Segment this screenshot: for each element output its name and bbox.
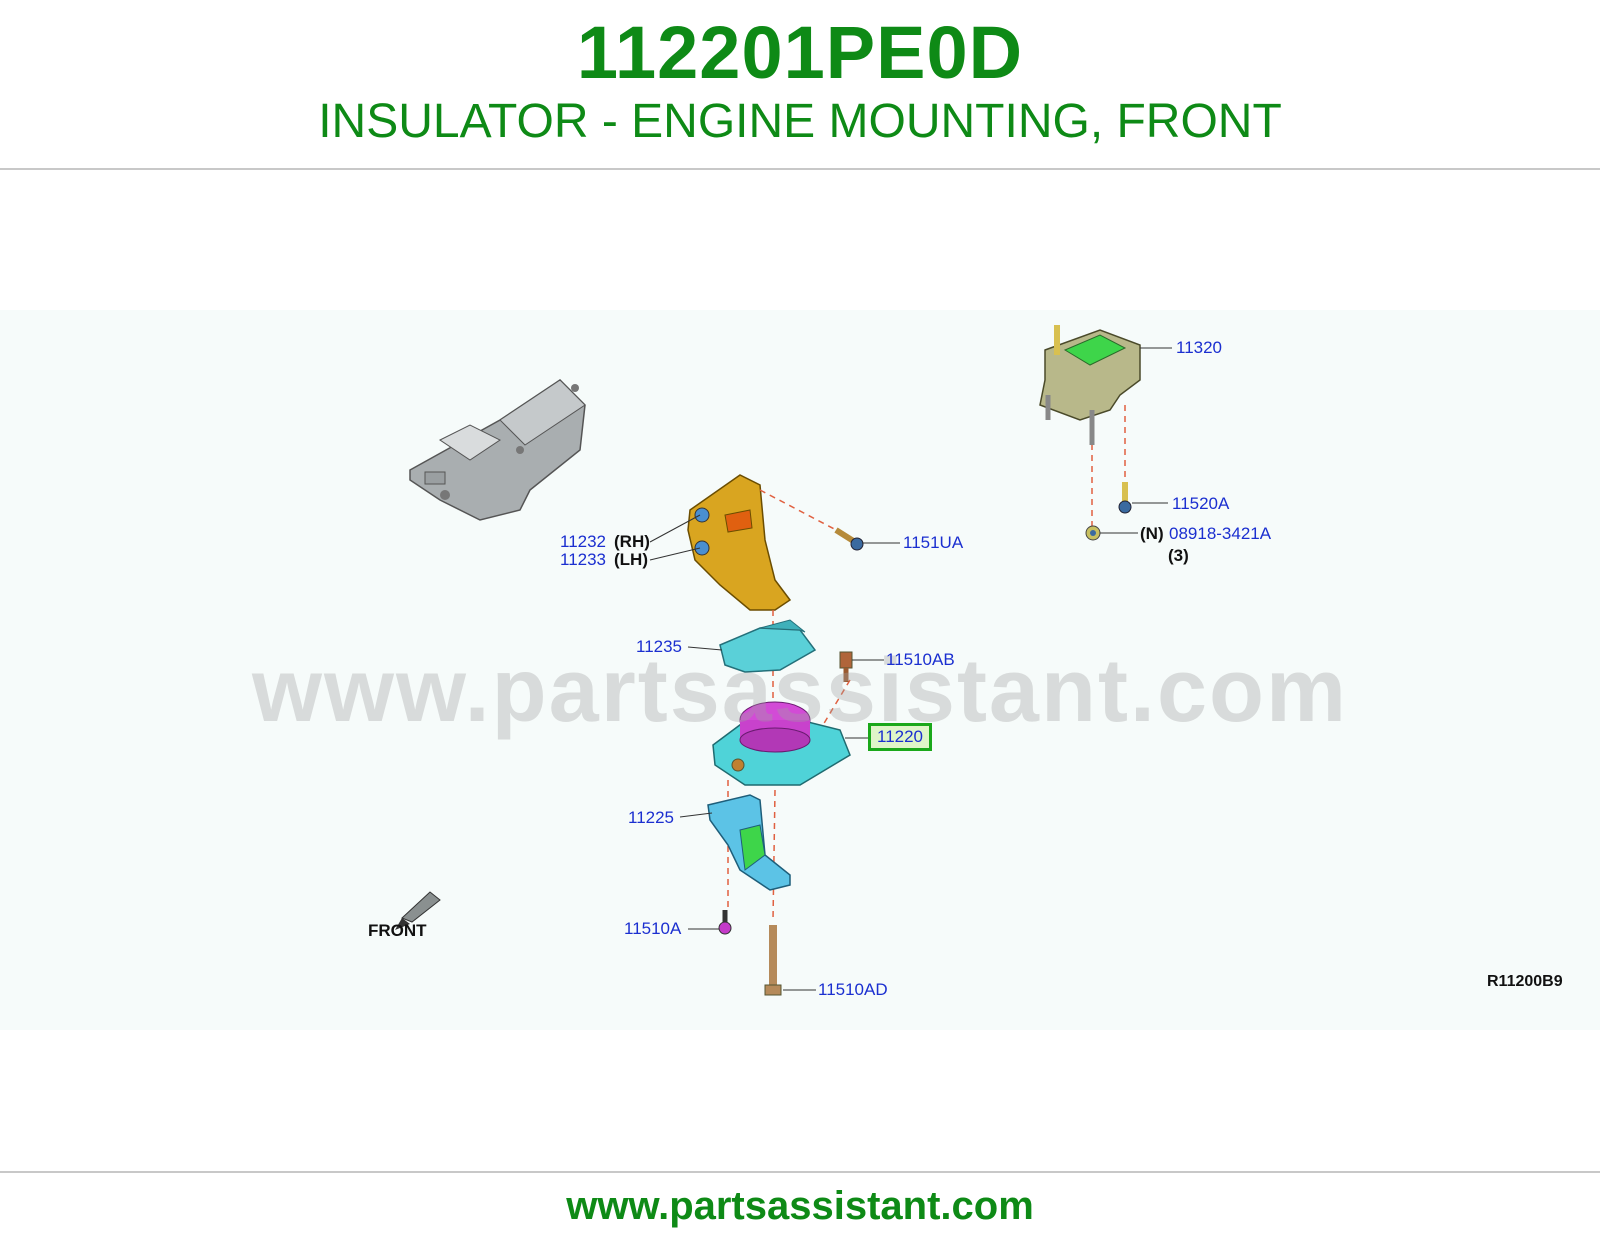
nut-08918-drawing [1085, 525, 1101, 541]
callout-11320[interactable]: 11320 [1176, 338, 1223, 357]
callout-08918-quantity: (3) [1168, 546, 1189, 565]
part-description: INSULATOR - ENGINE MOUNTING, FRONT [318, 95, 1282, 148]
exploded-view-drawing [395, 325, 1172, 996]
callout-11225[interactable]: 11225 [628, 808, 675, 827]
insulator-11220-drawing [712, 701, 851, 786]
diagram-reference-code: R11200B9 [1487, 973, 1563, 990]
callout-08918-prefix: (N) [1140, 524, 1164, 543]
bolt-11510AB-drawing [839, 651, 853, 682]
footer-divider [0, 1171, 1600, 1173]
engine-side-bracket-drawing [409, 379, 586, 521]
leader-lines [649, 347, 1172, 991]
plate-11235-drawing [719, 619, 817, 673]
rear-mount-11320-drawing [1039, 325, 1141, 445]
bolt-1151UA-drawing [834, 527, 864, 551]
header-divider [0, 168, 1600, 170]
callout-11520A[interactable]: 11520A [1172, 494, 1230, 513]
gold-bracket-drawing [687, 474, 792, 611]
bolt-11510AD-drawing [764, 925, 782, 996]
callout-11232-side: (RH) [614, 532, 650, 551]
bolt-11510A-drawing [718, 910, 732, 935]
callout-11235[interactable]: 11235 [636, 637, 683, 656]
footer-url: www.partsassistant.com [566, 1184, 1034, 1228]
front-label: FRONT [368, 921, 427, 940]
callout-08918-3421A[interactable]: 08918-3421A [1169, 524, 1272, 543]
part-number-title: 112201PE0D [576, 11, 1024, 94]
callout-11510A[interactable]: 11510A [624, 919, 682, 938]
lower-bracket-11225-drawing [707, 794, 791, 891]
callout-11510AB[interactable]: 11510AB [886, 650, 955, 669]
front-direction-arrow [395, 891, 441, 930]
bolt-11520A-drawing [1118, 482, 1132, 514]
callout-1151UA[interactable]: 1151UA [903, 533, 964, 552]
callout-11220-highlighted[interactable]: 11220 [868, 723, 933, 751]
callout-11510AD[interactable]: 11510AD [818, 980, 888, 999]
callout-11233-side: (LH) [614, 550, 648, 569]
parts-diagram: www.partsassistant.com 11320 11520A (N) … [0, 310, 1600, 1030]
page-header: 112201PE0D INSULATOR - ENGINE MOUNTING, … [0, 0, 1600, 168]
callout-11232[interactable]: 11232 [560, 532, 607, 551]
callout-11233[interactable]: 11233 [560, 550, 607, 569]
